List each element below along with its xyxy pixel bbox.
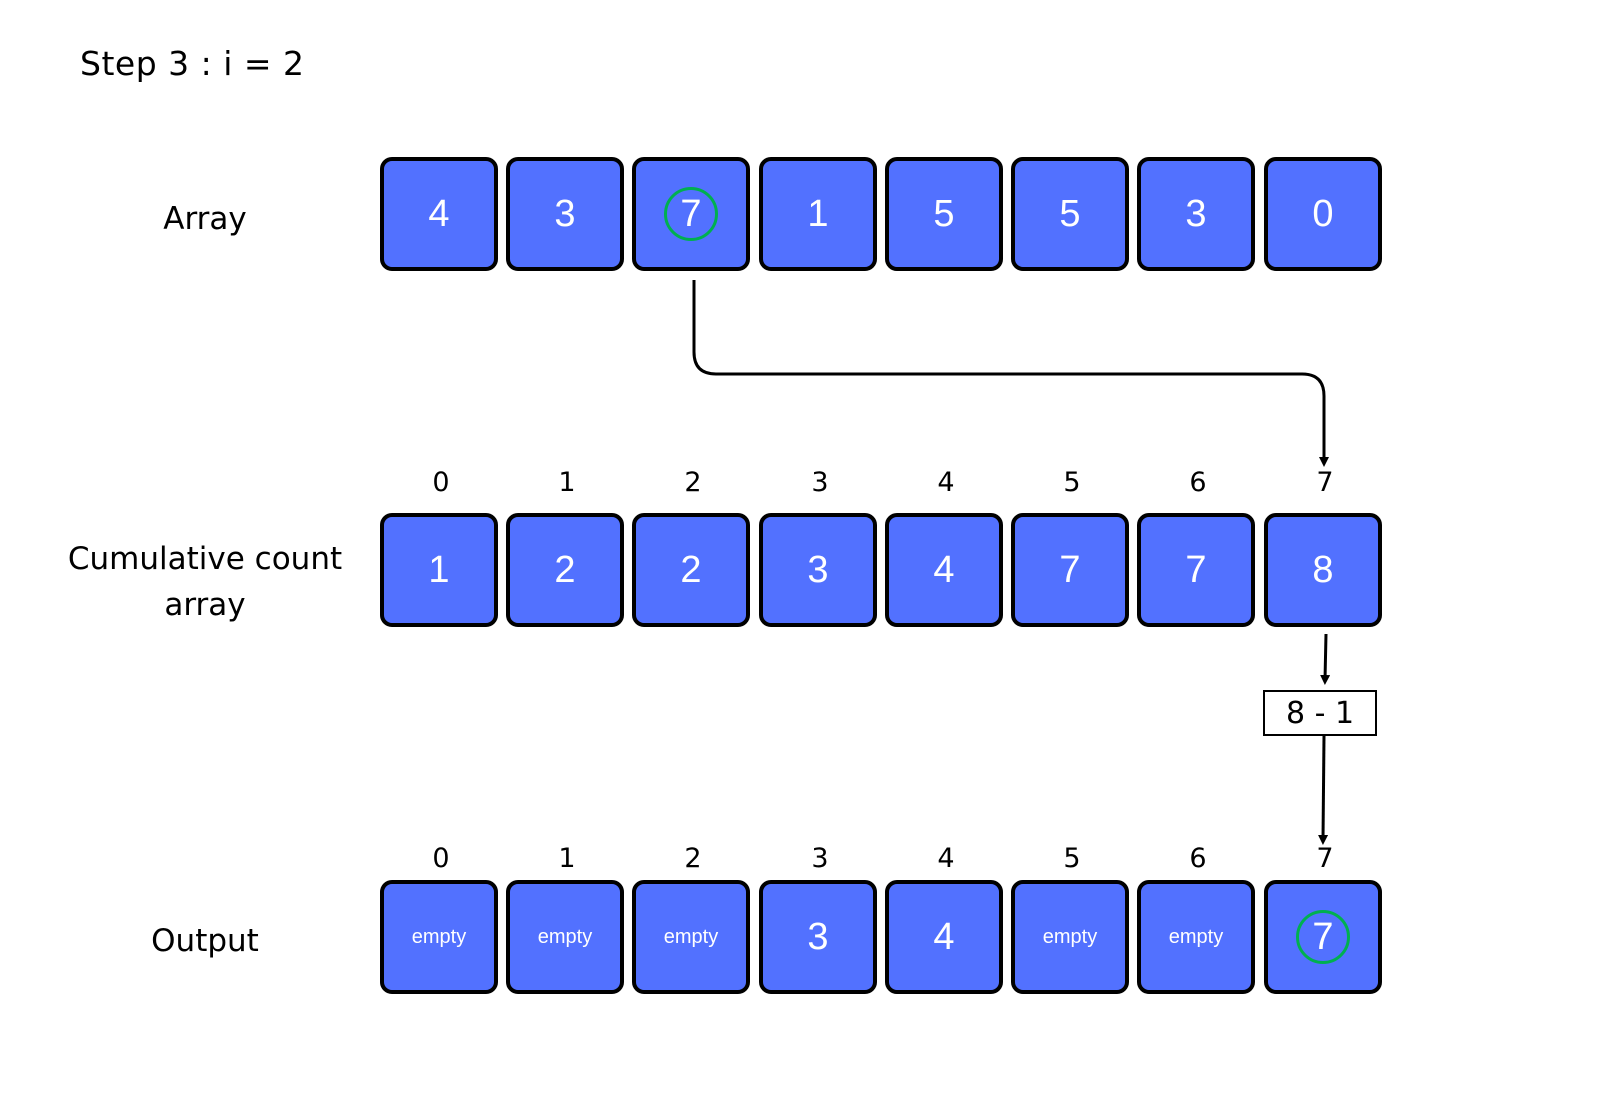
cumulative-index-label: 0 xyxy=(432,467,450,498)
cumulative-cell-value: 1 xyxy=(428,548,450,591)
output-index-label: 7 xyxy=(1316,843,1334,874)
output-cell-value: empty xyxy=(537,925,593,948)
output-index-label: 5 xyxy=(1063,843,1081,874)
cumulative-cell: 8 xyxy=(1264,513,1382,627)
calculation-box: 8 - 1 xyxy=(1263,690,1377,736)
array-cell: 5 xyxy=(1011,157,1129,271)
highlight-circle: 7 xyxy=(664,187,718,241)
arrow-cumulative-to-calc xyxy=(1320,633,1331,685)
output-cell-value: empty xyxy=(663,925,719,948)
cumulative-index-label: 4 xyxy=(937,467,955,498)
cumulative-index-label: 6 xyxy=(1189,467,1207,498)
output-cell: empty xyxy=(1011,880,1129,994)
cumulative-cell: 3 xyxy=(759,513,877,627)
array-cell: 4 xyxy=(380,157,498,271)
cumulative-cell: 7 xyxy=(1137,513,1255,627)
array-cell: 0 xyxy=(1264,157,1382,271)
arrow-calc-to-output xyxy=(1318,735,1329,845)
output-cell: empty xyxy=(380,880,498,994)
cumulative-count-label: Cumulative count array xyxy=(60,536,350,628)
array-cell-value: 5 xyxy=(1059,192,1081,235)
array-cell-value: 0 xyxy=(1312,192,1334,235)
array-cell: 1 xyxy=(759,157,877,271)
output-cell: empty xyxy=(506,880,624,994)
array-cell: 5 xyxy=(885,157,1003,271)
output-index-label: 2 xyxy=(684,843,702,874)
array-cell-value: 1 xyxy=(807,192,829,235)
output-cell: empty xyxy=(1137,880,1255,994)
cumulative-cell-value: 2 xyxy=(680,548,702,591)
cumulative-cell-value: 7 xyxy=(1059,548,1081,591)
array-cell-value: 7 xyxy=(680,192,702,235)
cumulative-label-line1: Cumulative count xyxy=(67,541,343,577)
cumulative-cell: 2 xyxy=(632,513,750,627)
array-cell: 3 xyxy=(1137,157,1255,271)
cumulative-cell-value: 4 xyxy=(933,548,955,591)
cumulative-cell-value: 3 xyxy=(807,548,829,591)
cumulative-index-label: 5 xyxy=(1063,467,1081,498)
array-cell-value: 5 xyxy=(933,192,955,235)
cumulative-cell-value: 7 xyxy=(1185,548,1207,591)
cumulative-index-label: 1 xyxy=(558,467,576,498)
array-label: Array xyxy=(163,201,247,237)
cumulative-label-line2: array xyxy=(164,587,246,623)
array-cell-value: 3 xyxy=(554,192,576,235)
output-cell: 7 xyxy=(1264,880,1382,994)
array-cell-value: 4 xyxy=(428,192,450,235)
cumulative-cell: 1 xyxy=(380,513,498,627)
output-cell: 3 xyxy=(759,880,877,994)
output-cell-value: 3 xyxy=(807,915,829,958)
cumulative-index-label: 2 xyxy=(684,467,702,498)
output-cell-value: 4 xyxy=(933,915,955,958)
output-cell-value: empty xyxy=(411,925,467,948)
arrow-array-to-cumulative xyxy=(692,280,1329,467)
output-index-label: 3 xyxy=(811,843,829,874)
output-cell-value: 7 xyxy=(1312,915,1334,958)
array-cell-value: 3 xyxy=(1185,192,1207,235)
output-index-label: 1 xyxy=(558,843,576,874)
cumulative-index-label: 7 xyxy=(1316,467,1334,498)
output-index-label: 4 xyxy=(937,843,955,874)
output-cell-value: empty xyxy=(1168,925,1224,948)
output-cell: empty xyxy=(632,880,750,994)
highlight-circle: 7 xyxy=(1296,910,1350,964)
output-index-label: 0 xyxy=(432,843,450,874)
cumulative-cell: 4 xyxy=(885,513,1003,627)
array-cell: 3 xyxy=(506,157,624,271)
cumulative-cell: 7 xyxy=(1011,513,1129,627)
cumulative-cell: 2 xyxy=(506,513,624,627)
output-label: Output xyxy=(151,923,259,959)
cumulative-index-label: 3 xyxy=(811,467,829,498)
output-cell-value: empty xyxy=(1042,925,1098,948)
cumulative-cell-value: 8 xyxy=(1312,548,1334,591)
output-index-label: 6 xyxy=(1189,843,1207,874)
step-title: Step 3 : i = 2 xyxy=(80,44,305,83)
array-cell: 7 xyxy=(632,157,750,271)
cumulative-cell-value: 2 xyxy=(554,548,576,591)
output-cell: 4 xyxy=(885,880,1003,994)
